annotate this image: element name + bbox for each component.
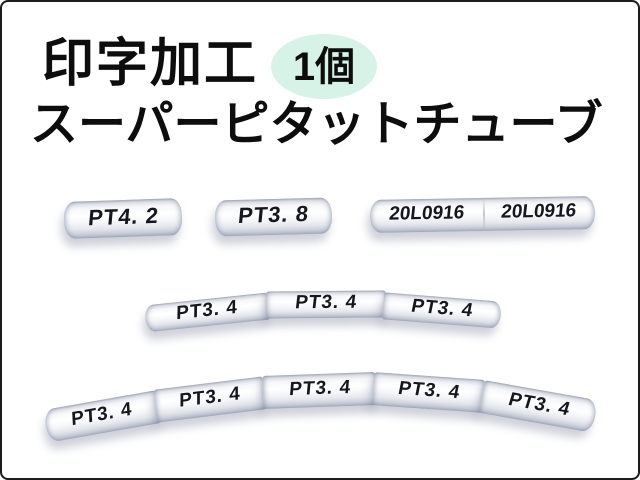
tube-segment: PT3. 4 (382, 292, 502, 329)
tube-print-label: PT3. 4 (294, 291, 359, 314)
tube-print-label: PT3. 4 (409, 295, 476, 322)
tube-segment: PT3. 4 (153, 376, 267, 423)
tube-print-label: PT3. 4 (395, 377, 462, 404)
tube-print-label: 20L0916 (387, 202, 466, 225)
tube-pt42: PT4. 2 (63, 197, 183, 240)
tube-print-label: PT4. 2 (86, 202, 160, 230)
tube-segment: PT3. 4 (143, 292, 271, 333)
tube-print-label: 20L0916 (500, 200, 578, 223)
tube-segment: PT3. 4 (479, 380, 598, 433)
tube-segment: PT3. 4 (265, 290, 387, 319)
tube-20l0916: 20L0916 20L0916 (369, 196, 596, 233)
tube-segment: PT3. 4 (262, 372, 377, 409)
quantity-badge: 1個 (271, 34, 377, 99)
tube-print-label: PT3. 8 (237, 201, 311, 228)
tube-print-label: PT3. 4 (176, 296, 239, 325)
page-subtitle: スーパーピタットチューブ (30, 98, 603, 151)
tube-print-label: PT3. 4 (70, 398, 133, 431)
tube-print-label: PT3. 4 (505, 389, 573, 421)
tube-print-label: PT3. 4 (287, 376, 352, 401)
tube-segment: PT3. 4 (43, 390, 161, 443)
tube-segment: PT3. 4 (371, 372, 486, 413)
quantity-badge-label: 1個 (292, 44, 356, 89)
page-title: 印字加工 (42, 35, 259, 93)
tube-pt38: PT3. 8 (214, 197, 333, 237)
tube-print-label: PT3. 4 (179, 383, 241, 412)
